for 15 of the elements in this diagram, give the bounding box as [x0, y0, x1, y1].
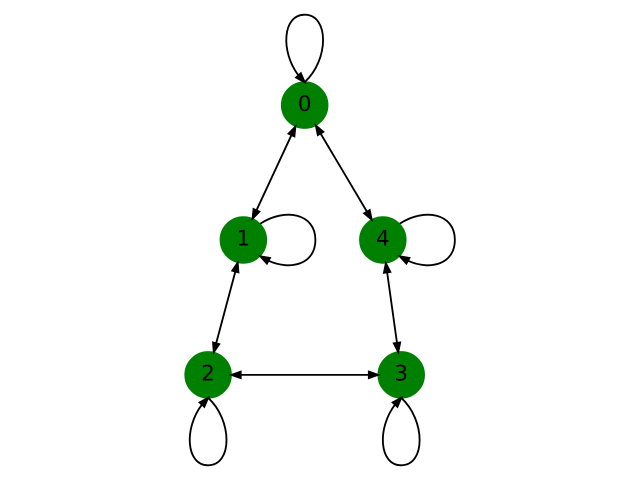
node-circle: 2 — [184, 351, 232, 399]
arrow — [251, 124, 297, 222]
node-circle: 3 — [377, 351, 425, 399]
arrow — [212, 260, 240, 355]
arrow — [382, 260, 402, 355]
node-circle: 1 — [220, 216, 268, 264]
node-circle: 0 — [280, 81, 328, 129]
arrow — [397, 214, 456, 266]
arrow — [382, 396, 421, 466]
arrow — [188, 396, 228, 466]
arrow — [258, 214, 316, 266]
arrow — [285, 14, 324, 84]
node-circle: 4 — [359, 216, 407, 264]
arrow — [228, 370, 381, 380]
arrow — [314, 123, 374, 222]
